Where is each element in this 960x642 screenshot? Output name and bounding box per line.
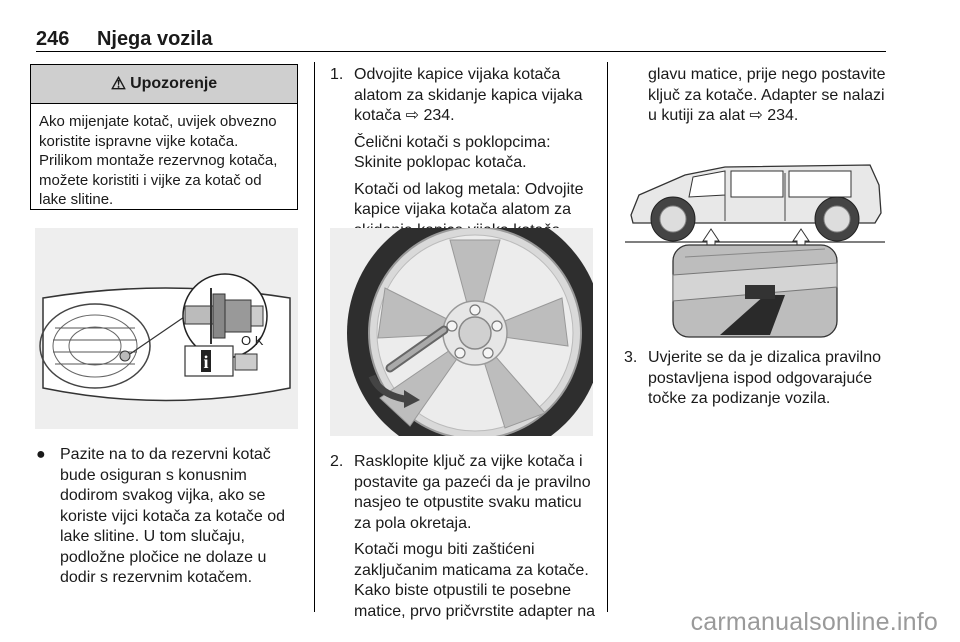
warning-box: ⚠ Upozorenje Ako mijenjate kotač, uvijek… (30, 64, 298, 210)
column2-bottom-text: 2. Rasklopite ključ za vijke kotača i po… (330, 452, 598, 622)
wheel-wrench-illustration (330, 228, 593, 436)
bullet-marker: ● (36, 446, 46, 463)
vehicle-jack-illustration (625, 145, 885, 340)
column3-top-text: glavu matice, prije nego postavite ključ… (624, 65, 886, 127)
column1-text: ● Pazite na to da rezervni kotač bude os… (36, 445, 298, 589)
warning-header: ⚠ Upozorenje (31, 65, 297, 104)
step-1-text: Odvojite kapice vijaka kotača alatom za … (354, 66, 583, 124)
warning-title: Upozorenje (130, 75, 218, 92)
page-title: Njega vozila (96, 28, 213, 50)
bullet-text: Pazite na to da rezervni kotač bude osig… (60, 446, 285, 586)
step-2: 2. Rasklopite ključ za vijke kotača i po… (330, 452, 598, 622)
step-1-steel-wheels: Čelični kotači s poklopcima: Skinite pok… (354, 133, 551, 172)
step-3: 3. Uvjerite se da je dizalica pravilno p… (624, 348, 886, 410)
header-rule (36, 51, 886, 52)
page-number: 246 (36, 28, 70, 50)
column2-top-text: 1. Odvojite kapice vijaka kotača alatom … (330, 65, 598, 241)
column-divider-2 (607, 62, 608, 612)
warning-text: Ako mijenjate kotač, uvijek obvezno kori… (39, 113, 278, 208)
step-1-number: 1. (330, 66, 344, 83)
info-symbol: i (203, 352, 208, 372)
step-3-text: Uvjerite se da je dizalica pravilno post… (648, 349, 881, 407)
ok-label: O K (241, 333, 264, 348)
step-2-locking-nuts: Kotači mogu biti zaštićeni zaključanim m… (354, 541, 595, 620)
warning-triangle-icon: ⚠ (110, 74, 127, 93)
step-2-continued-text: glavu matice, prije nego postavite ključ… (648, 66, 886, 124)
page-header: 246 Njega vozila (36, 28, 213, 51)
step-3-number: 3. (624, 349, 638, 366)
step-1: 1. Odvojite kapice vijaka kotača alatom … (330, 65, 598, 241)
bullet-item: ● Pazite na to da rezervni kotač bude os… (36, 445, 298, 589)
wheel-bolt-illustration: i O K (35, 228, 298, 429)
step-2-number: 2. (330, 453, 344, 470)
watermark: carmanualsonline.info (690, 608, 938, 636)
step-2-text: Rasklopite ključ za vijke kotača i posta… (354, 453, 591, 532)
step-2-continued: glavu matice, prije nego postavite ključ… (624, 65, 886, 127)
column-divider-1 (314, 62, 315, 612)
column3-bottom-text: 3. Uvjerite se da je dizalica pravilno p… (624, 348, 886, 410)
